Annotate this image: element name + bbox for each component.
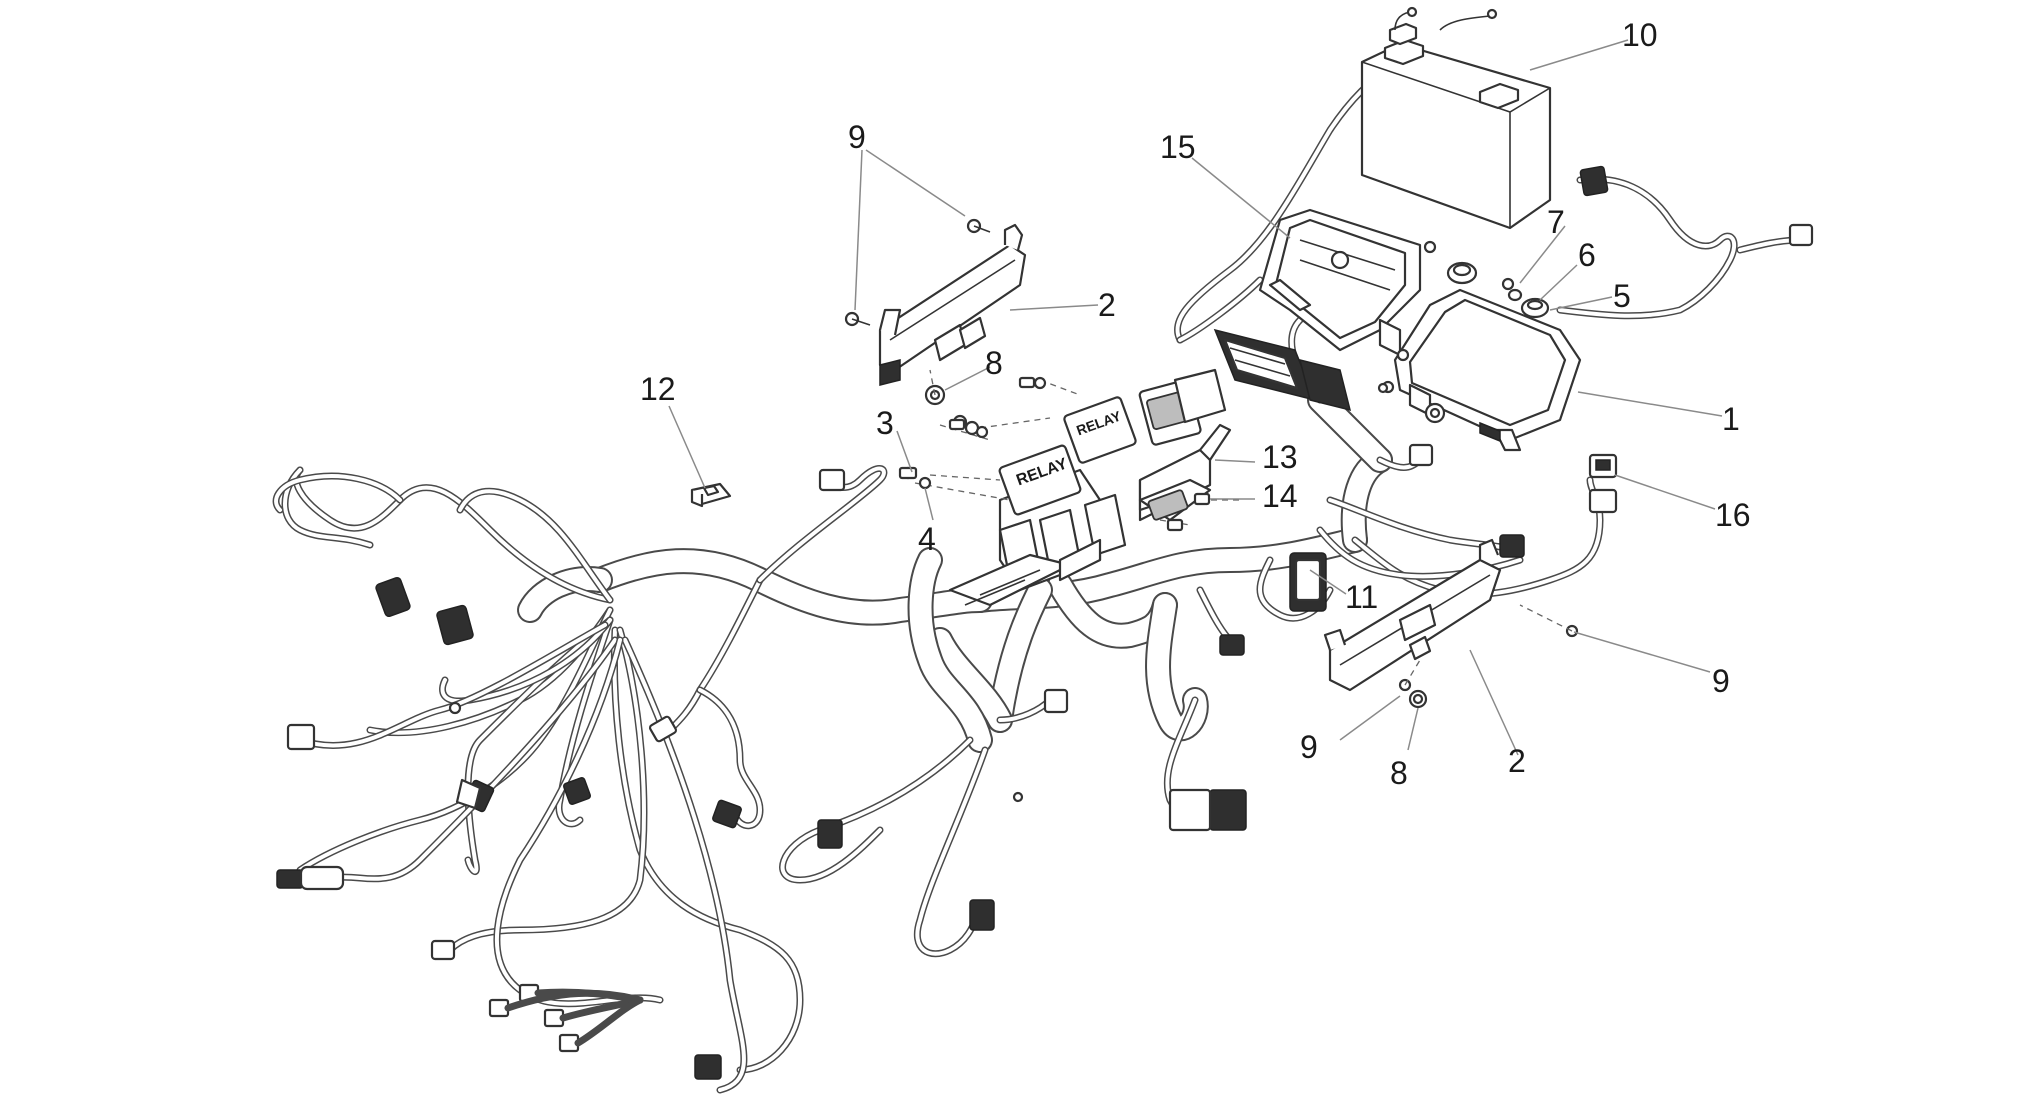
grommets	[1377, 240, 1550, 394]
fasteners-center	[898, 376, 1240, 532]
callout-3: 3	[876, 405, 894, 441]
callout-7: 7	[1547, 204, 1565, 240]
connectors	[276, 165, 1814, 1080]
relay-block: RELAY RELAY	[948, 368, 1232, 607]
callout-15: 15	[1160, 129, 1196, 165]
leader-lines	[668, 39, 1723, 756]
callout-9-right: 9	[1712, 663, 1730, 699]
callout-9-lower: 9	[1300, 729, 1318, 765]
callout-2-upper: 2	[1098, 287, 1116, 323]
ecu-15	[1213, 208, 1422, 412]
callout-13: 13	[1262, 439, 1298, 475]
callout-12: 12	[640, 371, 676, 407]
callout-1: 1	[1722, 401, 1740, 437]
relay-16	[1588, 453, 1618, 514]
callout-2-lower: 2	[1508, 743, 1526, 779]
battery-10	[1360, 6, 1552, 230]
callout-4: 4	[918, 521, 936, 557]
callout-14: 14	[1262, 478, 1298, 514]
callout-10: 10	[1622, 17, 1658, 53]
clip-12	[690, 482, 732, 508]
callout-16: 16	[1715, 497, 1751, 533]
callout-9-upper: 9	[848, 119, 866, 155]
bracket-upper	[844, 218, 1027, 406]
callout-8-upper: 8	[985, 345, 1003, 381]
callout-5: 5	[1613, 278, 1631, 314]
callout-labels: 10 15 9 2 8 12 3 4 13 14 7 6 5 1 16 11 9…	[640, 17, 1751, 791]
bracket-lower	[1323, 538, 1579, 709]
callout-11: 11	[1345, 579, 1378, 615]
callout-8-lower: 8	[1390, 755, 1408, 791]
main-harness	[517, 387, 1393, 753]
callout-6: 6	[1578, 237, 1596, 273]
control-unit-1	[1381, 288, 1582, 452]
